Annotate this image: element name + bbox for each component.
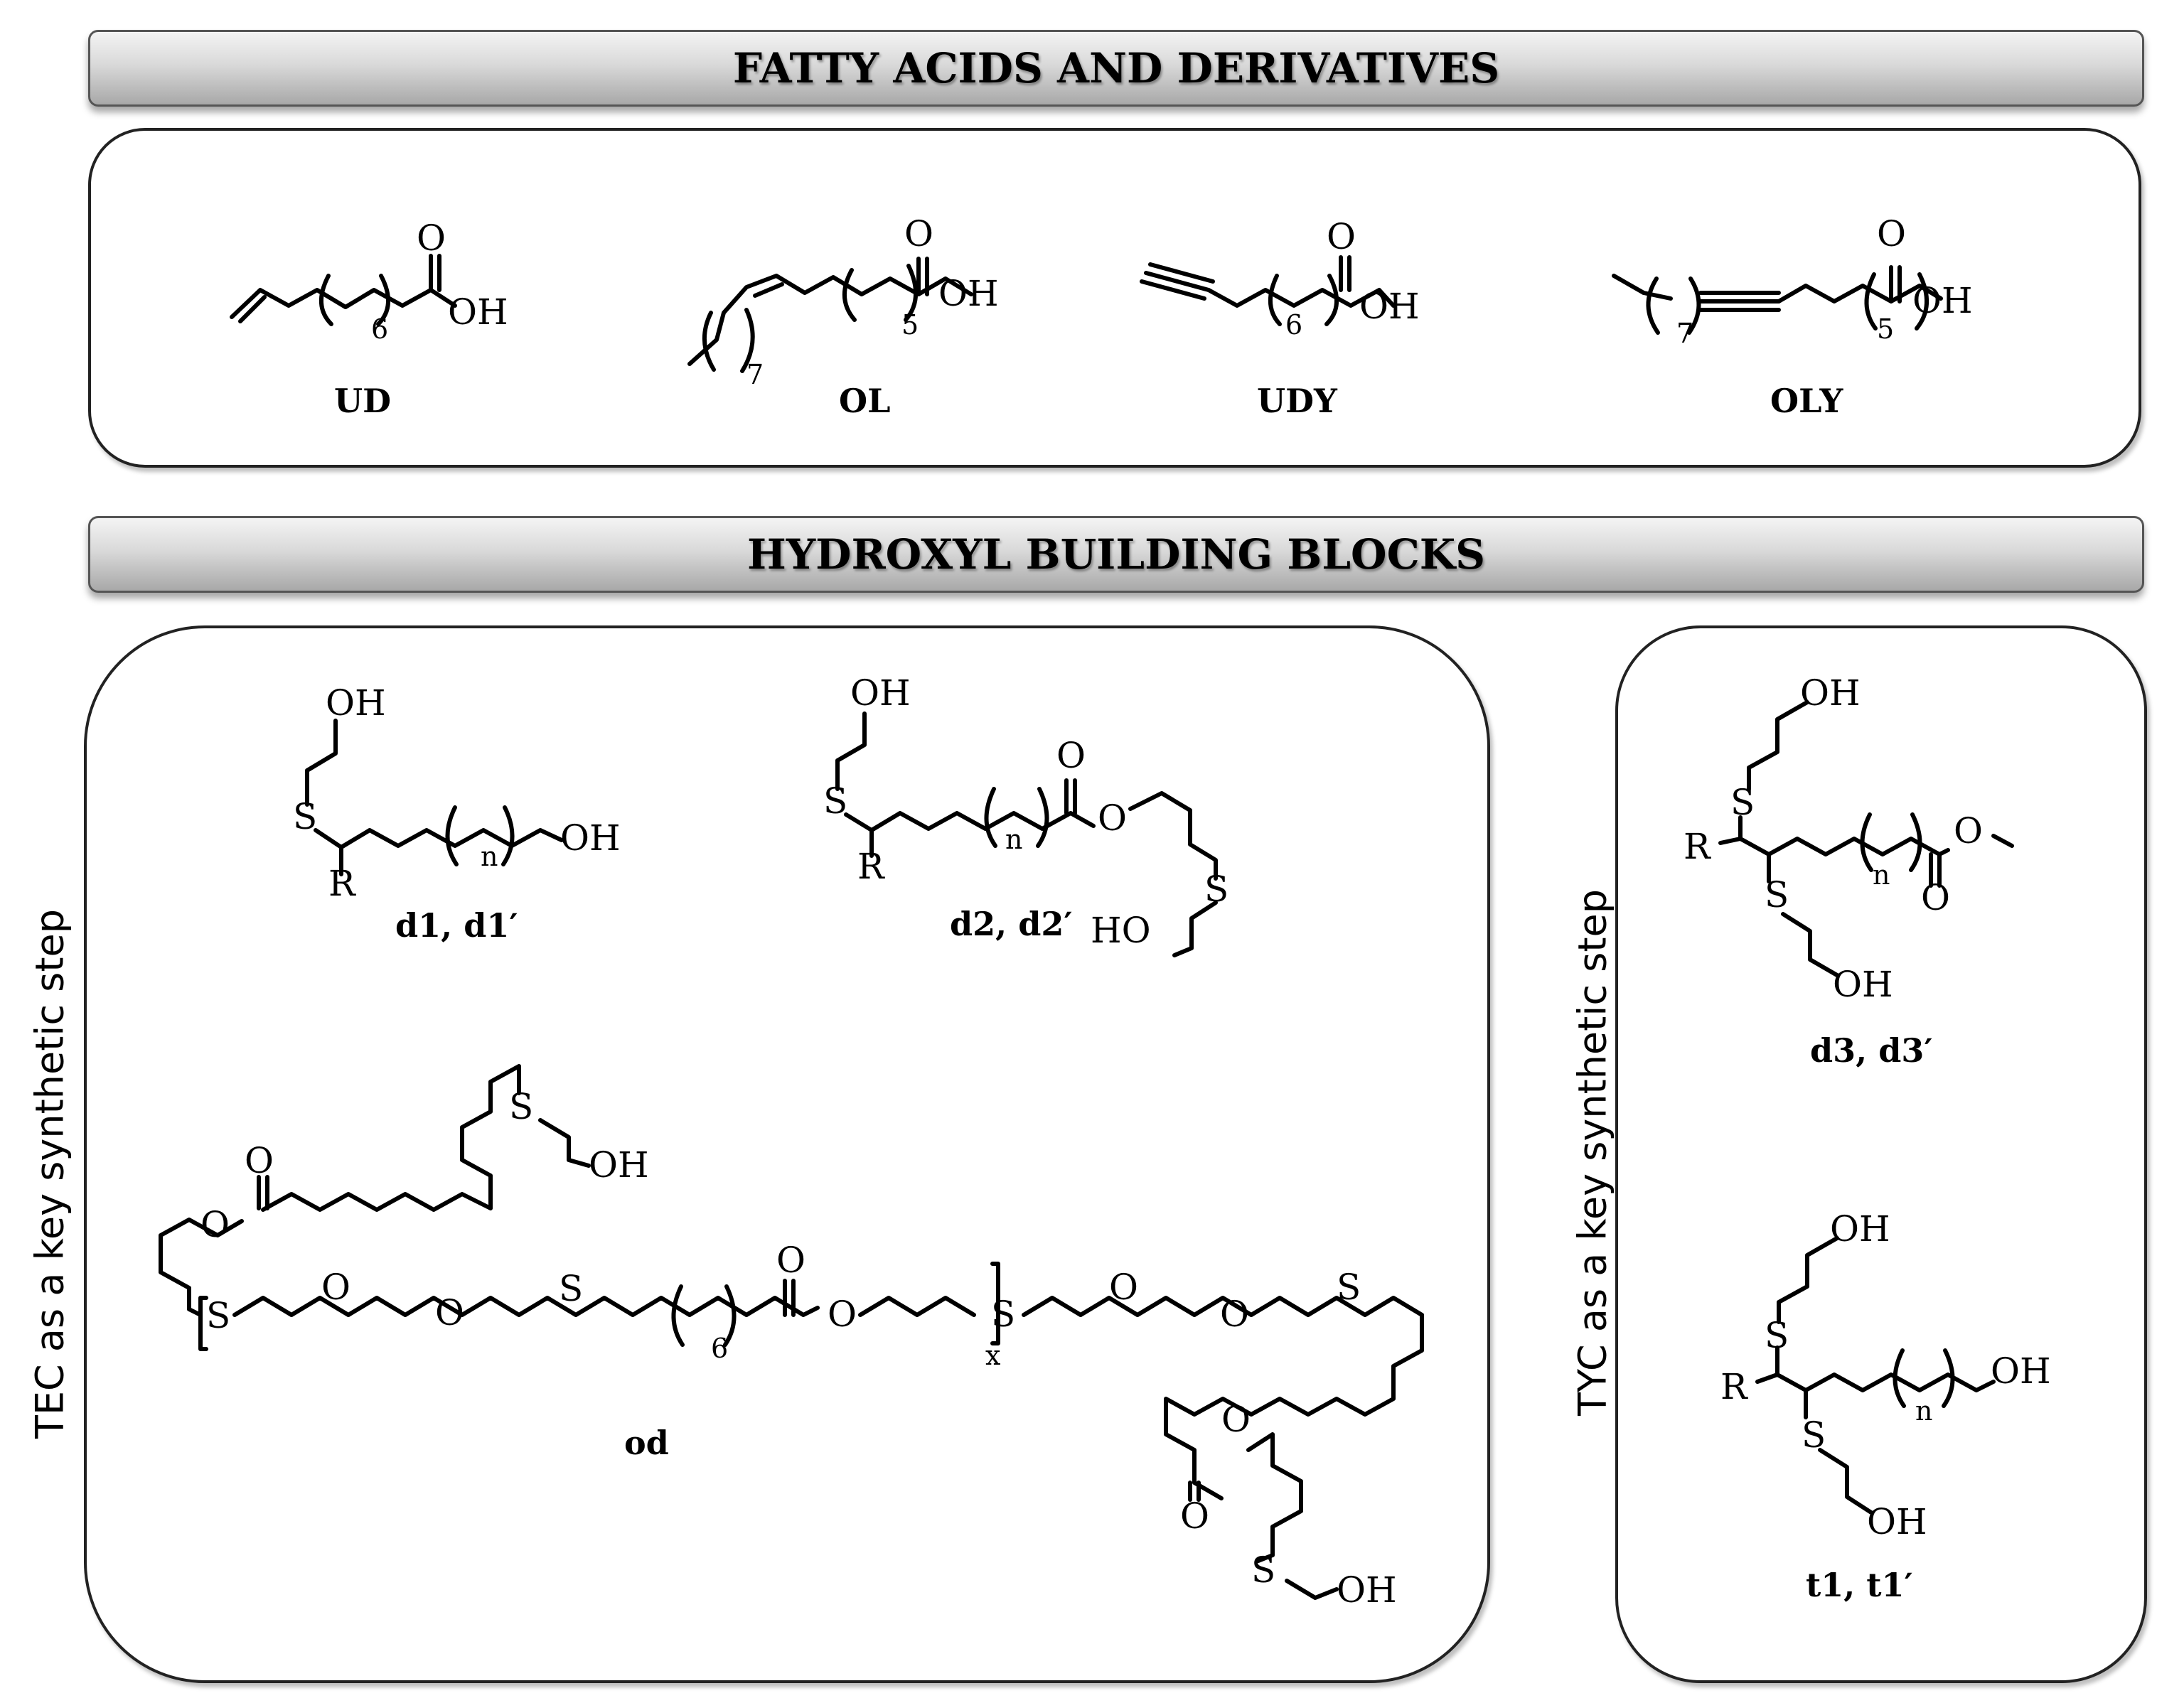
banner-fatty-acids: FATTY ACIDS AND DERIVATIVES	[88, 30, 2144, 107]
tyc-side-label: TYC as a key synthetic step	[1570, 861, 1615, 1444]
tec-panel	[84, 625, 1490, 1683]
tec-side-label-text: TEC as a key synthetic step	[27, 908, 73, 1439]
fatty-acids-panel	[88, 128, 2141, 468]
tyc-side-label-text: TYC as a key synthetic step	[1570, 889, 1615, 1416]
tec-side-label: TEC as a key synthetic step	[28, 883, 73, 1466]
banner-hydroxyl-title: HYDROXYL BUILDING BLOCKS	[746, 530, 1486, 579]
banner-fatty-acids-title: FATTY ACIDS AND DERIVATIVES	[732, 44, 1500, 92]
banner-hydroxyl-blocks: HYDROXYL BUILDING BLOCKS	[88, 516, 2144, 593]
tyc-panel	[1615, 625, 2147, 1683]
